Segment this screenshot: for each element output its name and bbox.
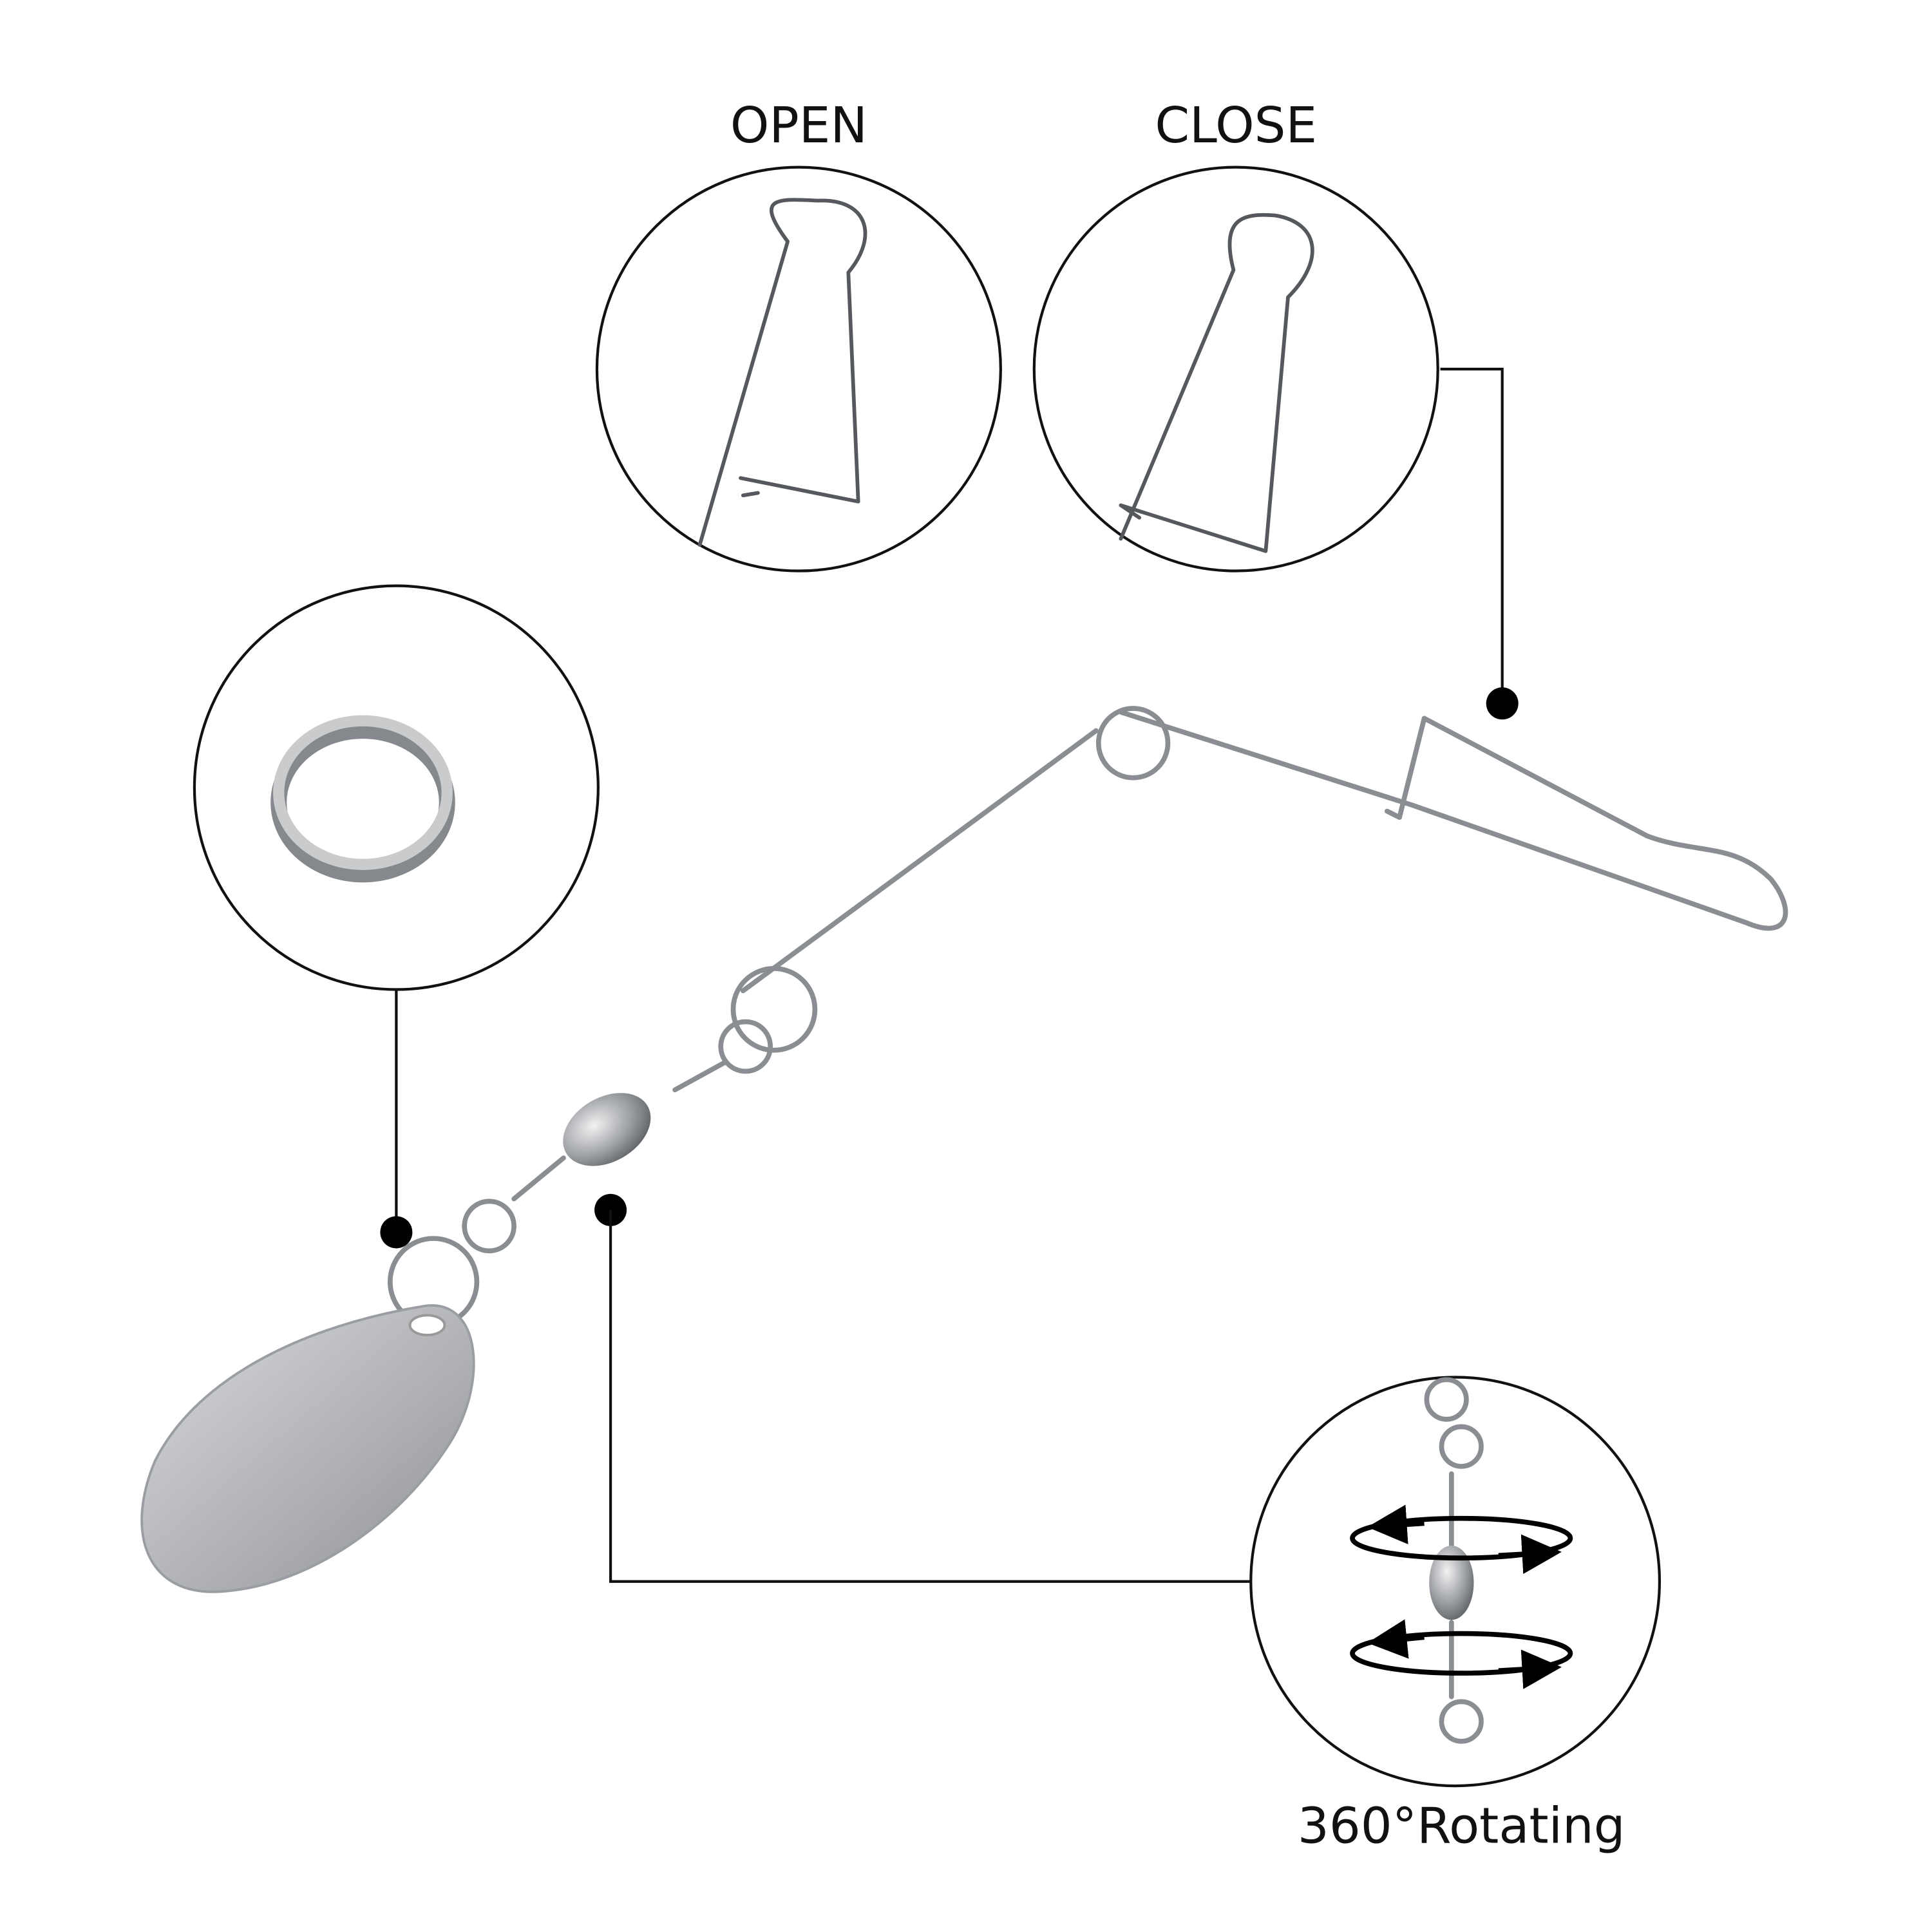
rotating-label: 360°Rotating xyxy=(1298,1798,1625,1855)
swivel-callout-line xyxy=(609,1209,1251,1583)
callout-dot xyxy=(1486,687,1519,720)
close-label: CLOSE xyxy=(1155,97,1317,155)
spinner-blade-icon xyxy=(140,1304,475,1593)
snap-close-icon xyxy=(1032,166,1439,573)
snap-open-icon xyxy=(595,166,1002,573)
split-ring-icon xyxy=(193,584,600,991)
snap-swivel-spinner xyxy=(387,706,1788,1328)
close-callout-line xyxy=(1440,367,1504,704)
open-label: OPEN xyxy=(730,97,867,155)
callout-dot xyxy=(380,1216,413,1249)
swivel-rotate-icon xyxy=(1249,1376,1662,1788)
